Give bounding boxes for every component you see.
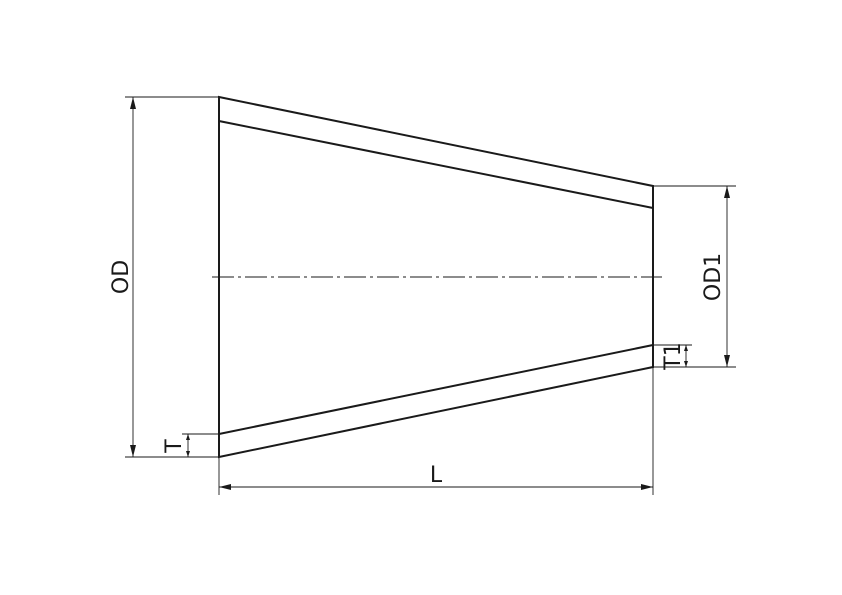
t-dimension: T bbox=[162, 433, 219, 458]
upper-wall-section bbox=[218, 95, 654, 210]
od1-dimension: OD1 bbox=[653, 185, 736, 368]
t1-dimension: T1 bbox=[653, 342, 692, 371]
od-label: OD bbox=[109, 260, 134, 294]
od-dimension: OD bbox=[109, 96, 219, 458]
length-label: L bbox=[430, 463, 443, 488]
t-label: T bbox=[162, 439, 187, 454]
lower-wall-section bbox=[218, 343, 654, 459]
t1-label: T1 bbox=[661, 342, 686, 370]
length-dimension: L bbox=[218, 367, 654, 495]
od1-label: OD1 bbox=[701, 253, 726, 301]
